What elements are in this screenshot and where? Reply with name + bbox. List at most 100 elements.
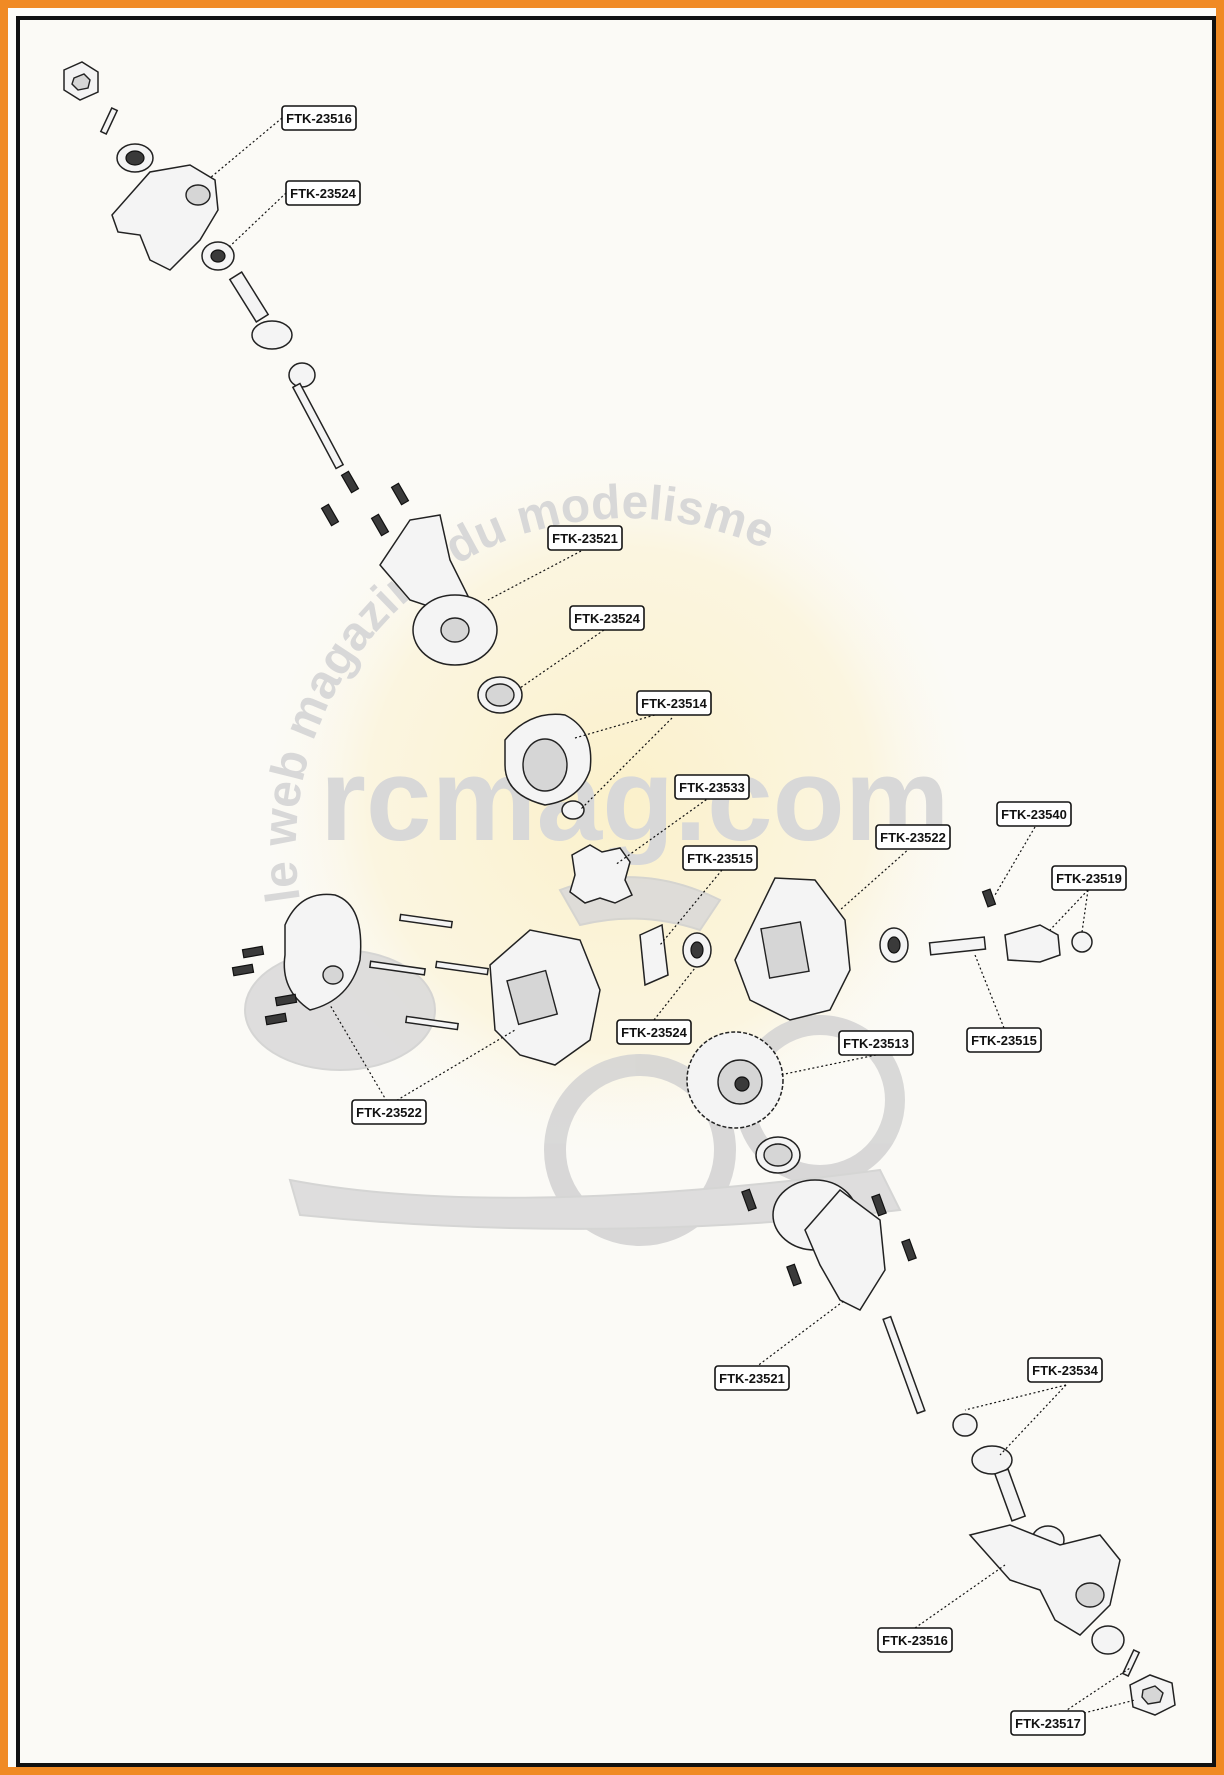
- leader-l10a: [1049, 889, 1089, 931]
- knuckle-lower-hole: [1075, 1582, 1105, 1608]
- label-text-l8: FTK-23522: [880, 830, 946, 845]
- stub-axle-upper-flange: [251, 320, 293, 350]
- label-l15: FTK-23521: [714, 1365, 790, 1391]
- bearing-right-inner: [887, 936, 901, 954]
- label-text-l1: FTK-23516: [286, 111, 352, 126]
- leader-l2: [227, 192, 287, 249]
- dogbone-upper-shaft: [291, 382, 345, 470]
- label-l8: FTK-23522: [875, 824, 951, 850]
- label-text-l9: FTK-23540: [1001, 807, 1067, 822]
- input-shaft: [928, 936, 987, 956]
- label-l9: FTK-23540: [996, 801, 1072, 827]
- label-l14: FTK-23522: [351, 1099, 427, 1125]
- cap-screw-3: [274, 993, 298, 1007]
- stub-axle-lower: [993, 1468, 1027, 1522]
- label-text-l11: FTK-23524: [621, 1025, 688, 1040]
- label-l4: FTK-23524: [569, 605, 645, 631]
- input-yoke: [1004, 924, 1061, 963]
- leader-l4: [519, 629, 605, 689]
- screw-lower-4: [786, 1263, 802, 1287]
- bushing-small: [561, 800, 585, 820]
- leader-l5b: [579, 717, 673, 811]
- stub-axle-lower-flange: [971, 1445, 1013, 1475]
- outdrive-cup-upper: [379, 514, 472, 611]
- hex-nut-upper-hole: [71, 73, 91, 91]
- leader-l13: [779, 1054, 877, 1076]
- label-text-l17: FTK-23516: [882, 1633, 948, 1648]
- label-text-l10: FTK-23519: [1056, 871, 1122, 886]
- screw-lower-2: [871, 1193, 887, 1217]
- leader-l14a: [329, 1004, 390, 1106]
- diff-case-face: [522, 738, 568, 792]
- dogbone-lower-shaft: [882, 1315, 926, 1415]
- dogbone-lower-cup: [952, 1413, 978, 1437]
- watermark-site: rcmag.com: [320, 734, 950, 866]
- diff-plate-upper-center: [440, 617, 470, 643]
- label-l3: FTK-23521: [547, 525, 623, 551]
- outdrive-cup-lower: [804, 1188, 886, 1311]
- ring-gear-center: [734, 1076, 750, 1092]
- leader-l10b: [1081, 889, 1089, 933]
- grub-screw: [981, 888, 997, 908]
- screw-upper-1: [340, 470, 360, 494]
- gearbox-left-window: [506, 969, 559, 1026]
- label-text-l12: FTK-23515: [971, 1033, 1037, 1048]
- leader-l12: [974, 954, 1005, 1029]
- label-text-l3: FTK-23521: [552, 531, 618, 546]
- label-text-l14: FTK-23522: [356, 1105, 422, 1120]
- screw-lower-1: [741, 1188, 757, 1212]
- screw-upper-2: [390, 482, 410, 506]
- label-text-l13: FTK-23513: [843, 1036, 909, 1051]
- label-l2: FTK-23524: [285, 180, 361, 206]
- label-text-l18: FTK-23517: [1015, 1716, 1081, 1731]
- long-screw-2: [368, 960, 426, 976]
- long-screws: [368, 913, 490, 1031]
- leader-l6: [614, 796, 711, 866]
- spider-gear: [569, 844, 633, 904]
- seal-lower-inner: [763, 1143, 793, 1167]
- cap-screw-1: [241, 945, 265, 959]
- pin-upper: [99, 106, 119, 136]
- cross-pin: [1071, 931, 1093, 953]
- leader-l16a: [964, 1384, 1067, 1411]
- label-l7: FTK-23515: [682, 845, 758, 871]
- leader-l17: [914, 1564, 1006, 1629]
- gearbox-end-cap: [283, 893, 362, 1011]
- leader-l3: [487, 548, 586, 601]
- leader-l15: [751, 1299, 846, 1371]
- cap-screws: [231, 945, 298, 1026]
- leader-l16b: [999, 1384, 1067, 1456]
- upper-hub-assembly: [63, 61, 633, 904]
- label-l16: FTK-23534: [1027, 1357, 1103, 1383]
- bearing-upper-2-inner: [210, 249, 226, 263]
- middle-assembly: [231, 877, 1093, 1129]
- leader-l8: [839, 847, 911, 911]
- label-l11: FTK-23524: [616, 1019, 692, 1045]
- long-screw-3: [434, 960, 490, 976]
- stub-axle-upper: [228, 271, 270, 323]
- cap-screw-2: [231, 963, 255, 977]
- leader-l1: [209, 117, 283, 179]
- label-text-l4: FTK-23524: [574, 611, 641, 626]
- end-cap-hole: [322, 965, 344, 985]
- label-l17: FTK-23516: [877, 1627, 953, 1653]
- leader-lines: [209, 117, 1136, 1723]
- label-l6: FTK-23533: [674, 774, 750, 800]
- screw-upper-4: [370, 513, 390, 537]
- bearing-center-inner: [690, 941, 704, 959]
- label-text-l2: FTK-23524: [290, 186, 357, 201]
- seal-upper-inner: [485, 683, 515, 707]
- cap-screw-4: [264, 1012, 288, 1026]
- bearing-lower-2: [1091, 1625, 1125, 1655]
- bearing-upper-1-inner: [125, 150, 145, 166]
- label-l10: FTK-23519: [1051, 865, 1127, 891]
- label-text-l16: FTK-23534: [1032, 1363, 1099, 1378]
- steering-knuckle-lower: [968, 1524, 1121, 1636]
- label-text-l6: FTK-23533: [679, 780, 745, 795]
- hex-nut-lower-hole: [1141, 1685, 1164, 1705]
- leader-l7: [659, 869, 723, 946]
- screws-upper-group: [320, 470, 410, 537]
- part-labels: FTK-23516 FTK-23524 FTK-23521 FTK-23524 …: [281, 105, 1127, 1736]
